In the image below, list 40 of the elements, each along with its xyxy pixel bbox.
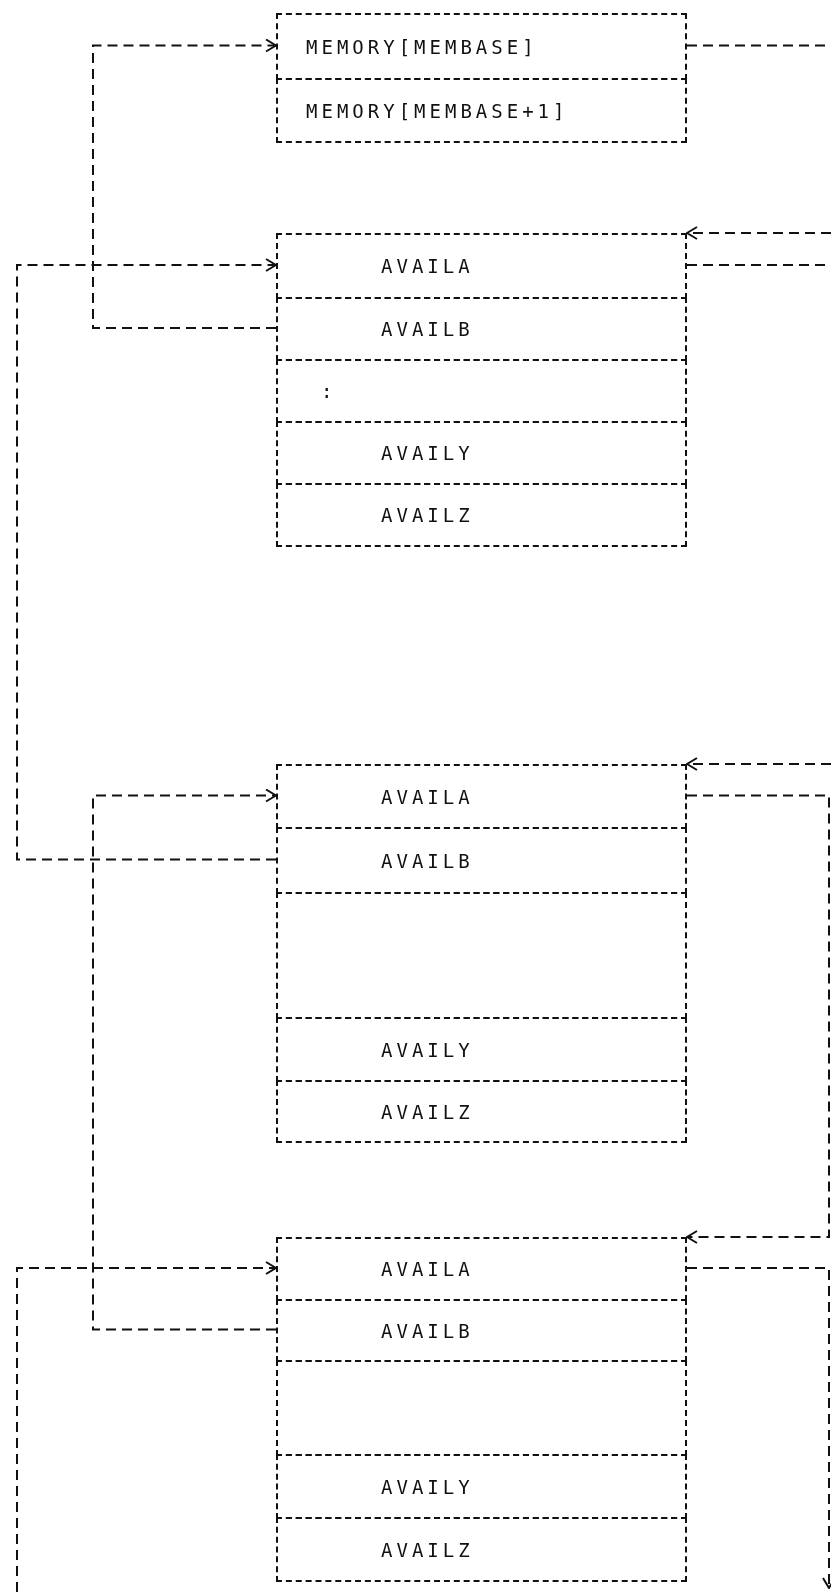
cell-label: AVAILB [381, 318, 474, 340]
memory-cell [276, 764, 687, 829]
arrow [686, 1267, 831, 1589]
cell-label: AVAILY [381, 1038, 474, 1061]
memory-cell [276, 827, 687, 894]
memory-cell [276, 483, 687, 547]
cell-label: AVAILY [381, 442, 474, 464]
cell-label: AVAILY [381, 1475, 474, 1498]
memory-cell [276, 1017, 687, 1082]
memory-cell [276, 297, 687, 361]
memory-cell [276, 78, 687, 143]
arrow [16, 258, 277, 861]
memory-cell [276, 359, 687, 423]
cell-label: MEMORY[MEMBASE] [306, 35, 538, 58]
empty-memory-cell [276, 892, 687, 1019]
cell-label: MEMORY[MEMBASE+1] [306, 99, 569, 122]
cell-label: AVAILA [381, 255, 474, 277]
cell-label: : [321, 380, 337, 402]
cell-label: AVAILB [381, 1319, 474, 1342]
cell-label: AVAILB [381, 849, 474, 872]
arrow [686, 757, 831, 771]
memory-cell [276, 421, 687, 485]
memory-cell [276, 1454, 687, 1519]
arrow [686, 226, 831, 240]
arrow [92, 38, 277, 329]
arrow [16, 1261, 277, 1592]
arrow [92, 788, 277, 1331]
memory-cell [276, 233, 687, 299]
memory-cell [276, 1299, 687, 1362]
cell-label: AVAILA [381, 1258, 474, 1280]
cell-label: AVAILZ [381, 1538, 474, 1561]
memory-cell [276, 1080, 687, 1143]
arrow [686, 794, 830, 1244]
cell-label: AVAILZ [381, 504, 474, 526]
cell-label: AVAILA [381, 785, 474, 808]
empty-memory-cell [276, 1360, 687, 1456]
memory-cell [276, 1237, 687, 1301]
cell-label: AVAILZ [381, 1100, 474, 1123]
memory-cell [276, 1517, 687, 1582]
memory-cell [276, 13, 687, 80]
